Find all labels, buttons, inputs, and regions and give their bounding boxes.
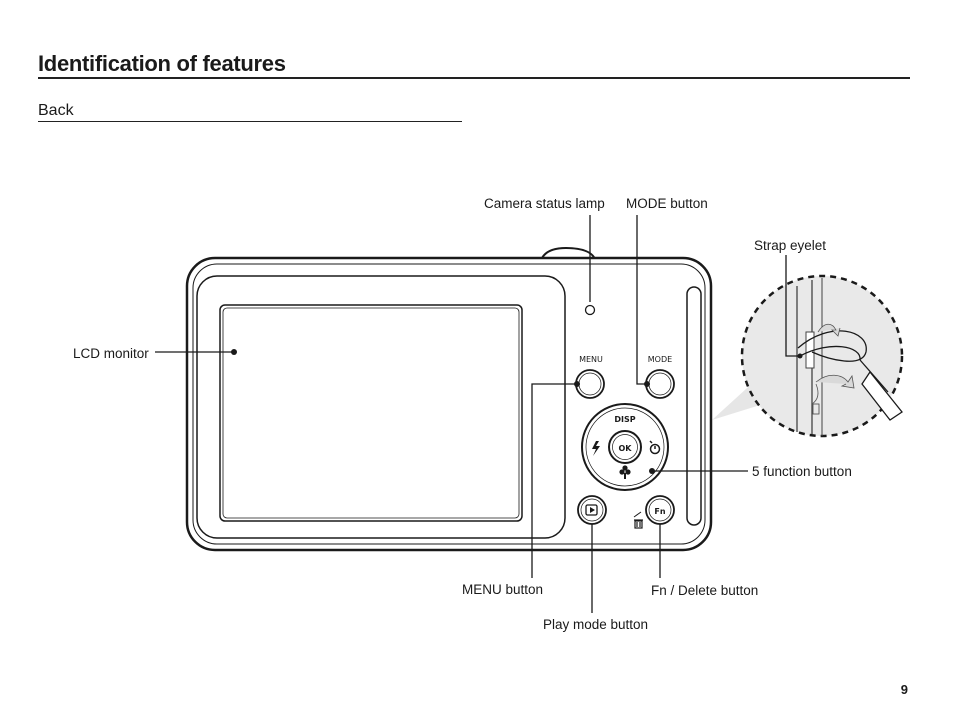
insert-arrow-icon [817, 323, 841, 337]
macro-icon [619, 465, 631, 479]
pull-arrow-icon [815, 374, 855, 389]
flash-icon [592, 441, 600, 456]
callout-leaders [155, 215, 800, 613]
menu-button-label: MENU [579, 355, 603, 364]
menu-button-callout: MENU button [462, 582, 544, 597]
trash-icon [633, 511, 643, 529]
ok-button-label: OK [619, 444, 633, 453]
self-timer-icon [649, 440, 661, 455]
mode-button[interactable]: MODE [645, 355, 675, 399]
lcd-monitor-label: LCD monitor [73, 346, 149, 361]
title-rule [38, 77, 910, 79]
fn-button-label: Fn [654, 507, 665, 516]
page-number: 9 [900, 682, 908, 697]
strap-cord [861, 370, 903, 421]
play-mode-button-callout: Play mode button [543, 617, 649, 632]
fn-delete-button-callout: Fn / Delete button [651, 583, 759, 598]
menu-button[interactable]: MENU [575, 355, 605, 399]
fn-delete-button[interactable]: Fn [633, 495, 675, 529]
disp-button-label: DISP [614, 415, 635, 424]
page-title: Identification of features [38, 51, 286, 76]
camera-body [185, 246, 713, 552]
section-rule [38, 121, 462, 122]
play-mode-button[interactable] [577, 495, 607, 525]
section-title: Back [38, 102, 74, 119]
camera-status-lamp-label: Camera status lamp [484, 196, 605, 211]
strap-eyelet-inset [740, 274, 904, 438]
mode-button-callout: MODE button [626, 196, 708, 211]
status-lamp-icon [584, 304, 596, 316]
mode-button-label: MODE [648, 355, 672, 364]
callout-dots [231, 349, 803, 474]
five-function-pad[interactable]: OK DISP [581, 403, 669, 491]
five-function-button-label: 5 function button [752, 464, 852, 479]
play-icon [590, 507, 595, 513]
strap-loop [797, 330, 867, 362]
strap-eyelet-label: Strap eyelet [754, 238, 827, 253]
